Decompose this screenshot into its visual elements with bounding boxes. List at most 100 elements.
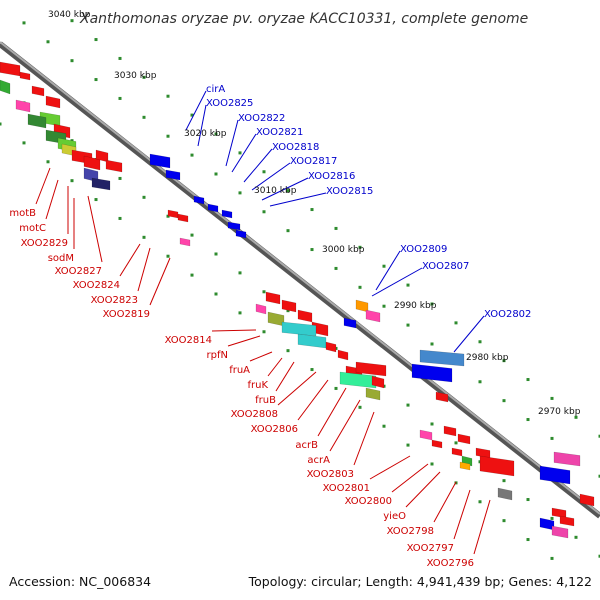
tick-dot xyxy=(526,418,530,422)
tick-dot xyxy=(22,21,26,25)
tick-dot xyxy=(358,285,362,289)
gene-label-xoo2825: XOO2825 xyxy=(206,98,253,109)
tick-dot xyxy=(310,368,314,372)
tick-dot xyxy=(214,132,218,136)
gene-block xyxy=(559,515,575,527)
position-tick-label: 3020 kbp xyxy=(184,129,227,139)
tick-dot xyxy=(94,38,98,42)
gene-label-xoo2798: XOO2798 xyxy=(387,526,434,537)
map-title: Xanthomonas oryzae pv. oryzae KACC10331,… xyxy=(79,11,528,27)
tick-dot xyxy=(502,359,506,363)
tick-dot xyxy=(166,134,170,138)
position-tick-label: 2980 kbp xyxy=(466,353,509,363)
gene-labels: cirAXOO2825XOO2822XOO2821XOO2818XOO2817X… xyxy=(9,84,531,569)
tick-dot xyxy=(598,474,600,478)
gene-label-xoo2801: XOO2801 xyxy=(323,483,370,494)
position-tick-label: 3030 kbp xyxy=(114,71,157,81)
gene-label-yieo: yieO xyxy=(383,511,406,522)
position-tick-label: 3010 kbp xyxy=(254,186,297,196)
gene-block xyxy=(443,425,457,437)
position-tick-label: 2990 kbp xyxy=(394,301,437,311)
gene-block xyxy=(431,439,443,449)
tick-dot xyxy=(334,226,338,230)
gene-label-xoo2816: XOO2816 xyxy=(308,171,355,182)
gene-label-acra: acrA xyxy=(307,455,330,466)
gene-block xyxy=(177,213,189,223)
gene-label-rpfn: rpfN xyxy=(207,350,228,361)
tick-dot xyxy=(286,229,290,233)
gene-block xyxy=(553,451,581,467)
gene-block xyxy=(31,85,45,97)
gene-label-frua: fruA xyxy=(229,365,250,376)
gene-label-cira: cirA xyxy=(206,84,225,95)
gene-block xyxy=(227,221,241,231)
tick-dot xyxy=(382,304,386,308)
label-leaders xyxy=(35,90,491,555)
gene-block xyxy=(365,309,381,323)
gene-blocks xyxy=(0,61,595,539)
gene-label-xoo2802: XOO2802 xyxy=(484,309,531,320)
tick-dot xyxy=(430,462,434,466)
tick-dot xyxy=(166,94,170,98)
tick-dot xyxy=(502,399,506,403)
gene-block xyxy=(235,229,247,239)
gene-label-frub: fruB xyxy=(255,395,276,406)
gene-label-xoo2796: XOO2796 xyxy=(427,558,474,569)
tick-dot xyxy=(310,248,314,252)
tick-dot xyxy=(118,176,122,180)
tick-dot xyxy=(166,254,170,258)
gene-label-fruk: fruK xyxy=(247,380,268,391)
tick-dot xyxy=(526,498,530,502)
gene-block xyxy=(27,113,47,129)
gene-block xyxy=(479,455,515,477)
gene-block xyxy=(435,391,449,403)
gene-label-xoo2815: XOO2815 xyxy=(326,186,373,197)
tick-dot xyxy=(142,235,146,239)
tick-dot xyxy=(406,283,410,287)
tick-dot xyxy=(142,75,146,79)
gene-label-xoo2824: XOO2824 xyxy=(73,280,120,291)
tick-dot xyxy=(142,195,146,199)
tick-dot xyxy=(286,309,290,313)
tick-dot xyxy=(382,264,386,268)
tick-dot xyxy=(478,380,482,384)
gene-block xyxy=(551,525,569,539)
gene-block xyxy=(255,303,267,315)
tick-dot xyxy=(262,170,266,174)
tick-dot xyxy=(94,198,98,202)
gene-block xyxy=(15,99,31,113)
tick-dot xyxy=(430,422,434,426)
tick-dot xyxy=(94,78,98,82)
tick-dot xyxy=(550,556,554,560)
gene-label-motc: motC xyxy=(19,223,46,234)
gene-label-xoo2800: XOO2800 xyxy=(345,496,392,507)
gene-block xyxy=(355,361,387,377)
tick-dot xyxy=(238,151,242,155)
tick-dot xyxy=(46,160,50,164)
gene-label-xoo2809: XOO2809 xyxy=(400,244,447,255)
tick-dot xyxy=(334,266,338,270)
position-tick-label: 3040 kbp xyxy=(48,10,91,20)
tick-dot xyxy=(478,340,482,344)
genome-backbone xyxy=(0,41,600,519)
tick-dot xyxy=(70,59,74,63)
tick-dot xyxy=(22,141,26,145)
gene-block xyxy=(497,487,513,501)
tick-dot xyxy=(190,233,194,237)
tick-dot xyxy=(478,500,482,504)
gene-label-xoo2803: XOO2803 xyxy=(307,469,354,480)
tick-dot xyxy=(334,386,338,390)
gene-block xyxy=(419,349,465,367)
gene-label-xoo2817: XOO2817 xyxy=(290,156,337,167)
gene-block xyxy=(221,209,233,219)
gene-block xyxy=(371,375,385,389)
gene-block xyxy=(207,203,219,213)
tick-dot xyxy=(526,538,530,542)
gene-block xyxy=(265,291,281,305)
gene-label-xoo2797: XOO2797 xyxy=(407,543,454,554)
gene-label-xoo2814: XOO2814 xyxy=(165,335,212,346)
gene-label-xoo2823: XOO2823 xyxy=(91,295,138,306)
tick-dot xyxy=(190,153,194,157)
